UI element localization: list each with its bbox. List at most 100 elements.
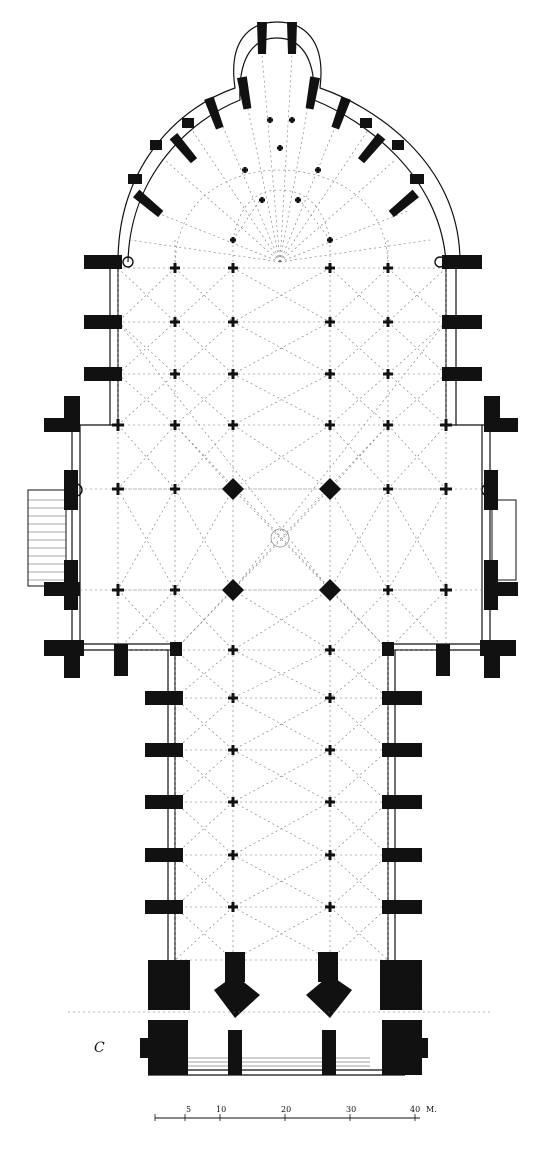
apse-buttress-pier <box>204 96 224 130</box>
pier <box>228 645 238 655</box>
pier <box>228 902 238 912</box>
pier <box>228 745 238 755</box>
vault-rib <box>329 589 389 651</box>
west-pier <box>214 975 260 1018</box>
vault-rib <box>174 488 234 591</box>
pier <box>230 237 236 243</box>
crossing-circle <box>270 528 290 548</box>
vault-rib <box>174 267 234 323</box>
pier <box>228 420 238 430</box>
vault-rib <box>149 209 281 263</box>
pier <box>112 584 124 596</box>
buttresses <box>44 22 518 1075</box>
buttress <box>84 367 122 381</box>
vault-rib <box>174 424 234 490</box>
scale-tick-5: 5 <box>186 1105 191 1114</box>
pier <box>325 317 335 327</box>
tower-mass <box>225 952 245 982</box>
pier <box>170 369 180 379</box>
buttress <box>145 691 183 705</box>
vault-rib <box>232 589 331 651</box>
pier <box>383 369 393 379</box>
pier <box>112 483 124 495</box>
buttress <box>382 691 422 705</box>
vault-rib <box>387 424 447 490</box>
pier <box>325 420 335 430</box>
vault-rib <box>174 488 234 591</box>
vault-rib <box>232 906 331 961</box>
pier <box>228 797 238 807</box>
buttress <box>392 140 404 150</box>
buttress <box>114 644 128 676</box>
vault-rib <box>232 424 331 490</box>
apse-buttress-pier <box>236 76 252 110</box>
pier <box>383 585 393 595</box>
vault-rib <box>279 54 293 263</box>
pier <box>170 317 180 327</box>
crossing-pier <box>319 579 341 601</box>
vault-rib <box>174 169 389 269</box>
vault-rib <box>174 589 234 651</box>
vault-rib <box>164 159 281 263</box>
buttress <box>484 582 518 596</box>
pier <box>383 484 393 494</box>
pier <box>170 420 180 430</box>
buttress <box>64 650 80 678</box>
vault-rib <box>329 801 389 856</box>
pier <box>440 584 452 596</box>
vault-rib <box>232 697 331 751</box>
apse-buttress <box>257 22 267 54</box>
buttress <box>382 642 394 656</box>
tower-stairs <box>69 256 495 995</box>
apse-buttress <box>169 132 198 164</box>
vault-rib <box>117 488 176 591</box>
pier <box>112 419 124 431</box>
pier <box>325 797 335 807</box>
vault-rib <box>232 649 331 699</box>
pier <box>228 369 238 379</box>
buttress <box>442 255 482 269</box>
pier <box>325 369 335 379</box>
pier <box>325 263 335 273</box>
apse-buttress <box>236 76 252 110</box>
vault-rib <box>387 488 447 591</box>
pier <box>277 145 283 151</box>
vault-rib <box>329 906 389 961</box>
vault-rib <box>129 239 281 263</box>
tower-mass <box>318 952 338 982</box>
monogram: C <box>94 1040 105 1056</box>
buttress <box>436 644 450 676</box>
vault-rib <box>191 129 281 263</box>
apse-buttress <box>305 76 321 110</box>
vault-rib <box>387 424 447 490</box>
buttress <box>442 315 482 329</box>
vault-rib <box>117 267 176 323</box>
vault-rib <box>117 488 176 591</box>
facade-steps <box>185 1057 370 1067</box>
vault-rib <box>261 54 281 263</box>
vault-rib <box>174 801 234 856</box>
west-pier <box>306 975 352 1018</box>
vault-rib <box>232 321 331 375</box>
buttress <box>410 174 424 184</box>
buttress <box>484 650 500 678</box>
scale-bar: 5 10 20 30 40 M. <box>154 1105 437 1121</box>
pier <box>267 117 273 123</box>
pier <box>325 745 335 755</box>
vault-rib <box>329 906 389 961</box>
vault-rib <box>174 906 234 961</box>
vault-rib <box>217 114 281 263</box>
vault-rib <box>117 589 176 651</box>
buttress <box>382 900 422 914</box>
pier <box>242 167 248 173</box>
scale-tick-30: 30 <box>346 1105 356 1114</box>
vault-rib <box>174 424 389 651</box>
vault-rib <box>329 488 389 591</box>
apse-buttress-pier <box>287 22 297 54</box>
pier <box>295 197 301 203</box>
vault-rib <box>279 159 396 263</box>
buttress <box>44 418 80 432</box>
vault-rib <box>232 373 331 426</box>
south-porch <box>491 499 517 581</box>
vault-rib <box>232 267 331 323</box>
